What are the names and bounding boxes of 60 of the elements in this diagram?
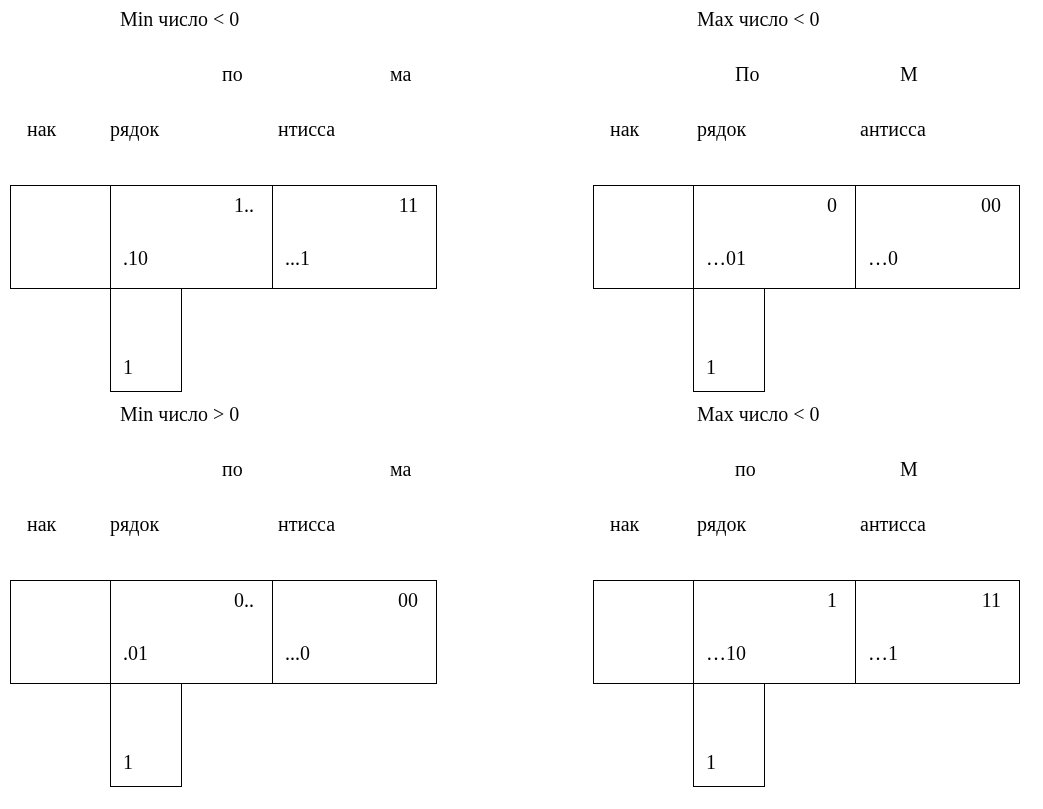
sign-field <box>593 580 694 684</box>
sign-field <box>593 185 694 289</box>
mantissa-field <box>855 580 1020 684</box>
exponent-field <box>110 185 273 289</box>
field-heading: антисса <box>860 118 926 141</box>
panel-title: Max число < 0 <box>697 8 820 31</box>
bit-value: 1.. <box>234 194 254 217</box>
panel-title: Min число < 0 <box>120 8 240 31</box>
field-heading: по <box>735 458 756 481</box>
field-heading: нтисса <box>278 513 336 536</box>
field-heading: рядок <box>110 118 160 141</box>
field-heading: ма <box>390 63 412 86</box>
mantissa-field <box>272 185 437 289</box>
field-heading: рядок <box>697 118 747 141</box>
mantissa-field <box>855 185 1020 289</box>
bit-value: ...1 <box>285 247 310 270</box>
field-heading: по <box>222 63 243 86</box>
bit-value: …1 <box>868 642 898 665</box>
bit-value: 00 <box>398 589 418 612</box>
field-heading: По <box>735 63 760 86</box>
bit-value: 1 <box>123 751 133 774</box>
bit-value: 11 <box>398 194 418 217</box>
field-heading: нак <box>27 513 57 536</box>
bit-value: …01 <box>706 247 746 270</box>
bit-value: 0 <box>827 194 837 217</box>
field-heading: по <box>222 458 243 481</box>
exponent-field <box>693 580 856 684</box>
field-heading: М <box>900 458 918 481</box>
bit-value: ...0 <box>285 642 310 665</box>
sign-field <box>10 580 111 684</box>
field-heading: рядок <box>110 513 160 536</box>
bit-value: …0 <box>868 247 898 270</box>
field-heading: антисса <box>860 513 926 536</box>
bit-value: 1 <box>706 751 716 774</box>
exponent-field <box>110 580 273 684</box>
field-heading: нак <box>610 118 640 141</box>
bit-value: 1 <box>123 356 133 379</box>
bit-value: .01 <box>123 642 148 665</box>
field-heading: нак <box>610 513 640 536</box>
bit-value: 11 <box>981 589 1001 612</box>
mantissa-field <box>272 580 437 684</box>
field-heading: рядок <box>697 513 747 536</box>
panel-title: Min число > 0 <box>120 403 240 426</box>
bit-value: 1 <box>827 589 837 612</box>
field-heading: М <box>900 63 918 86</box>
overflow-bit-field <box>693 683 765 787</box>
bit-value: …10 <box>706 642 746 665</box>
bit-value: 00 <box>981 194 1001 217</box>
overflow-bit-field <box>110 683 182 787</box>
overflow-bit-field <box>110 288 182 392</box>
sign-field <box>10 185 111 289</box>
bit-value: 0.. <box>234 589 254 612</box>
overflow-bit-field <box>693 288 765 392</box>
bit-value: .10 <box>123 247 148 270</box>
exponent-field <box>693 185 856 289</box>
field-heading: нак <box>27 118 57 141</box>
panel-title: Max число < 0 <box>697 403 820 426</box>
field-heading: ма <box>390 458 412 481</box>
field-heading: нтисса <box>278 118 336 141</box>
bit-value: 1 <box>706 356 716 379</box>
